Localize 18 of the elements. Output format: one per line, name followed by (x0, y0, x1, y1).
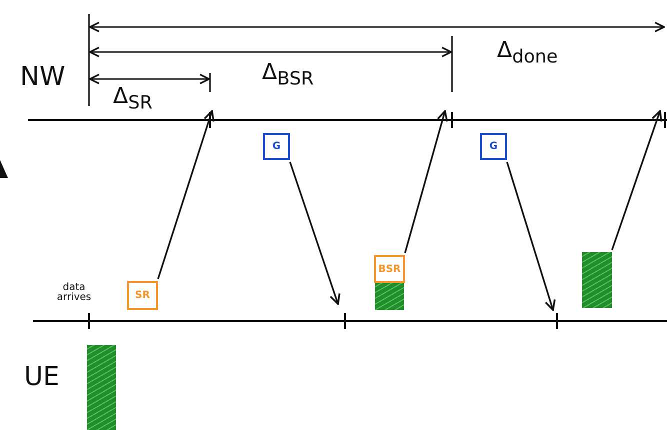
arrow (157, 110, 214, 280)
arrow (506, 162, 556, 311)
arrow (611, 110, 662, 250)
duration-label: Δ$_{done}$ (497, 38, 558, 68)
node-label: UE (24, 362, 60, 392)
grant-box: G (263, 133, 290, 160)
grant-box: G (480, 133, 507, 160)
request-box: SR (127, 281, 158, 310)
data-bar (582, 252, 612, 308)
data-bar (375, 283, 404, 310)
data-bar (87, 345, 116, 430)
node-label: NW (20, 62, 66, 92)
arrow (404, 110, 448, 254)
request-box: BSR (374, 255, 405, 283)
note-text: data arrives (56, 283, 92, 303)
arrow (289, 162, 340, 305)
duration-label: Δ$_{SR}$ (113, 84, 152, 114)
duration-label: Δ$_{BSR}$ (262, 60, 314, 90)
